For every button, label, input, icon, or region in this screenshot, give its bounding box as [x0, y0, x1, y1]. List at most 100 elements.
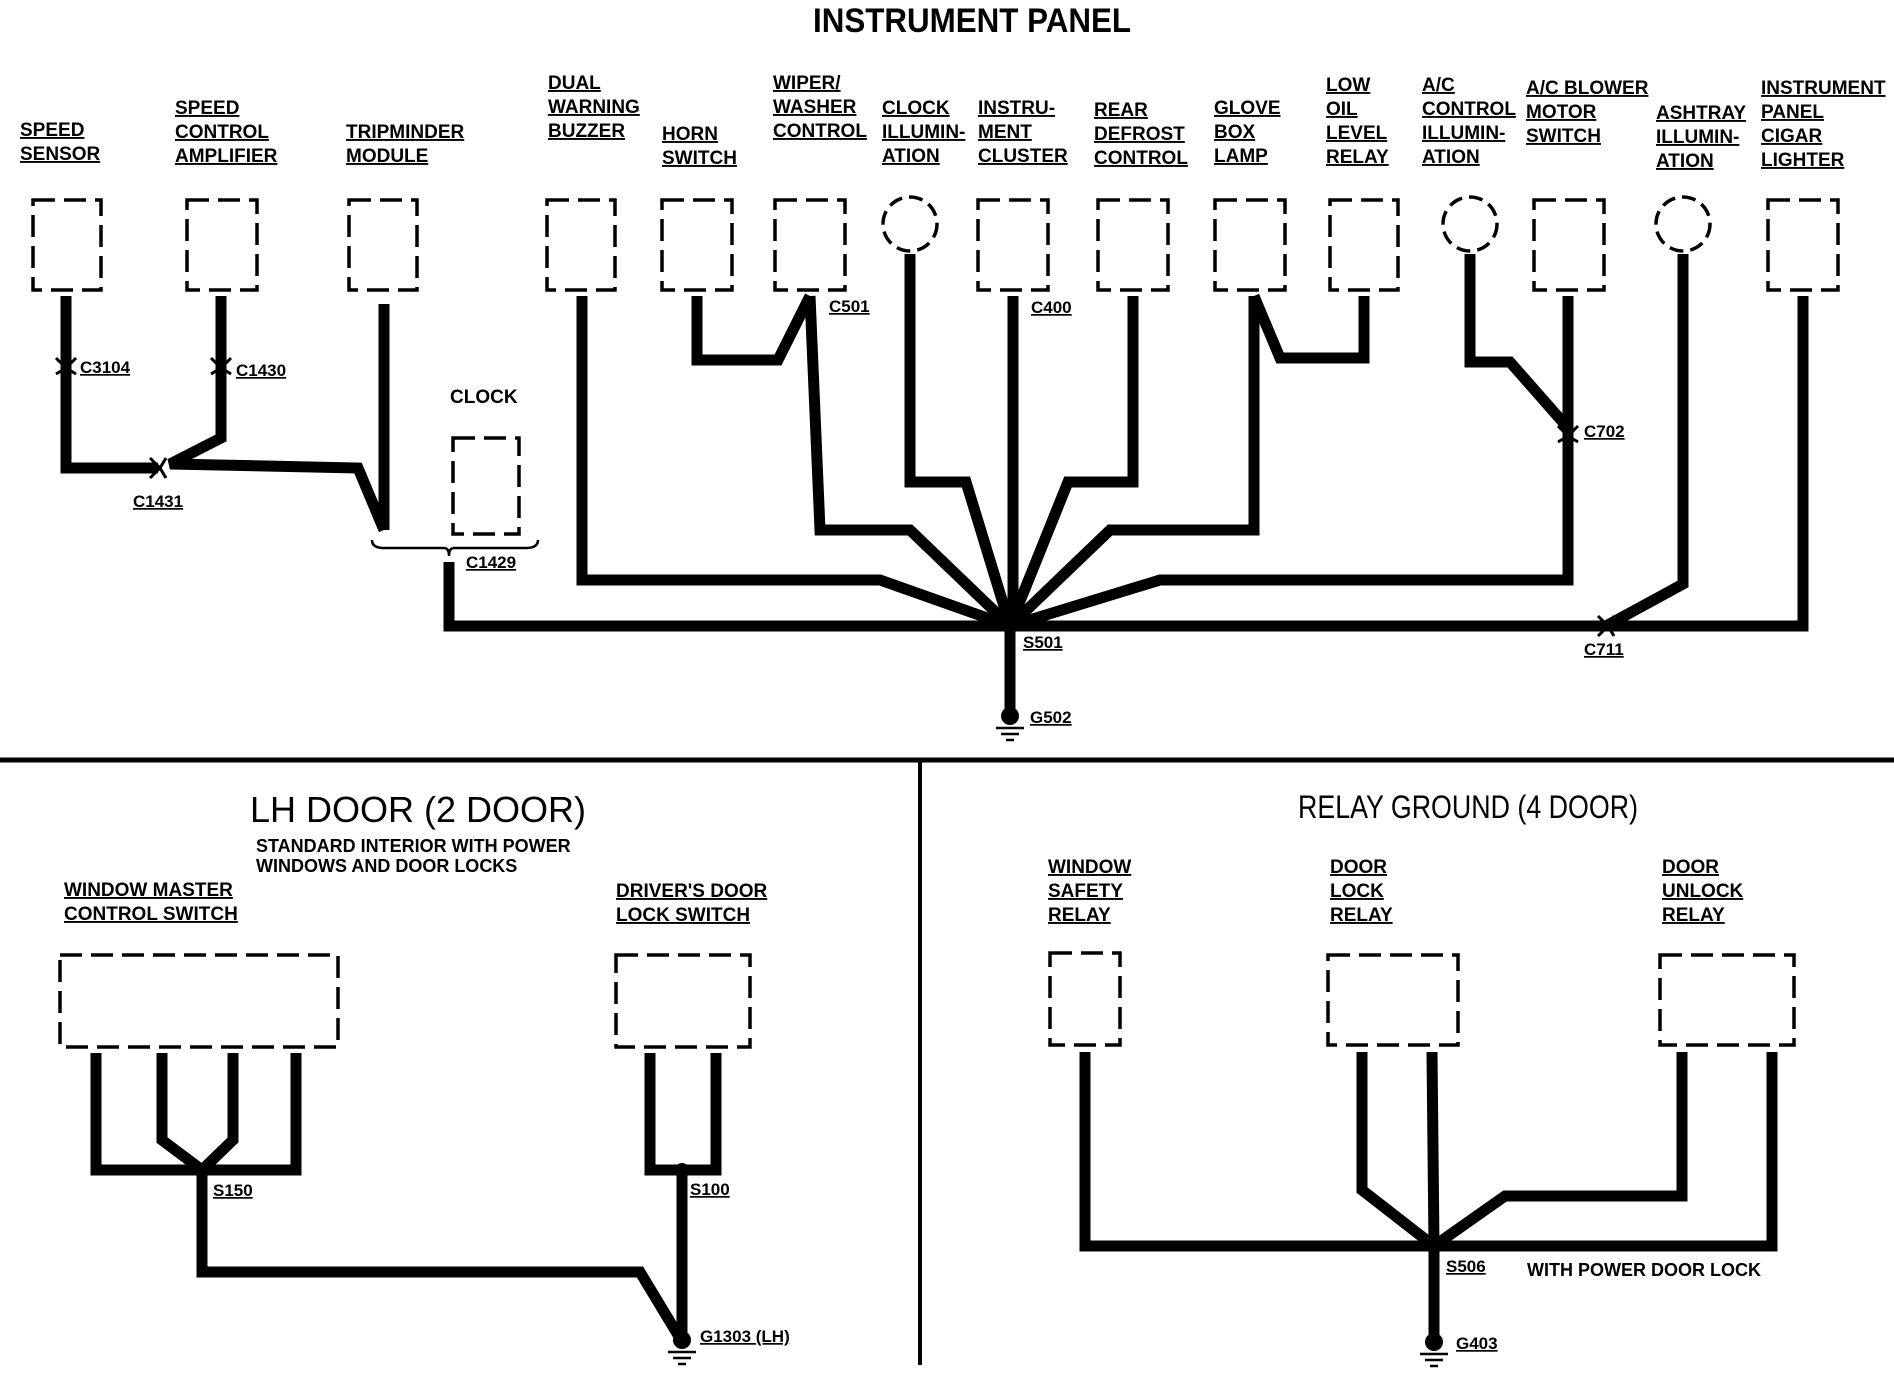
s100-splice — [675, 1163, 689, 1177]
label-instrument-cluster: INSTRU- MENT CLUSTER — [978, 98, 1068, 167]
label-wiper-washer-control: WIPER/ WASHER CONTROL — [773, 73, 867, 142]
clock-illumination-bulb — [881, 195, 939, 253]
c702-label: C702 — [1584, 422, 1625, 441]
speed-sensor-box — [31, 198, 103, 292]
label-clock: CLOCK — [450, 387, 518, 408]
c1431-label: C1431 — [133, 492, 183, 511]
lh-door-wiring — [90, 1053, 722, 1338]
label-horn-switch: HORN SWITCH — [662, 124, 737, 169]
lh-door-markers — [195, 1163, 696, 1366]
label-rear-defrost-control: REAR DEFROST CONTROL — [1094, 100, 1188, 169]
svg-text:PANEL: PANEL — [1761, 102, 1824, 123]
c1430-label: C1430 — [236, 361, 286, 380]
svg-text:SPEED: SPEED — [20, 120, 84, 141]
svg-text:INSTRU-: INSTRU- — [978, 98, 1055, 119]
svg-text:A/C: A/C — [1422, 75, 1455, 96]
g1303-label: G1303 (LH) — [700, 1327, 790, 1346]
svg-text:LOCK: LOCK — [1330, 881, 1384, 902]
svg-text:RELAY: RELAY — [1048, 905, 1111, 926]
svg-text:WASHER: WASHER — [773, 97, 857, 118]
svg-text:LEVEL: LEVEL — [1326, 123, 1388, 144]
svg-text:UNLOCK: UNLOCK — [1662, 881, 1744, 902]
svg-text:DUAL: DUAL — [548, 73, 601, 94]
g403-ground-dot — [1425, 1333, 1443, 1351]
s501-splice — [1003, 619, 1017, 633]
drivers-door-lock-switch-box — [614, 953, 752, 1049]
g1303-ground-symbol — [668, 1350, 696, 1366]
s506-label: S506 — [1446, 1257, 1486, 1276]
c1431-connector — [148, 456, 168, 480]
instrument-panel-markers — [54, 356, 1616, 742]
rear-defrost-control-box — [1096, 198, 1170, 292]
label-window-master-control-switch: WINDOW MASTER CONTROL SWITCH — [64, 880, 238, 925]
svg-text:TRIPMINDER: TRIPMINDER — [346, 122, 465, 143]
svg-text:DRIVER'S DOOR: DRIVER'S DOOR — [616, 881, 768, 902]
g502-ground-symbol — [996, 726, 1024, 742]
label-speed-control-amplifier: SPEED CONTROL AMPLIFIER — [175, 98, 278, 167]
tripminder-module-box — [347, 198, 419, 292]
g403-ground-symbol — [1420, 1352, 1448, 1368]
g502-ground-dot — [1001, 707, 1019, 725]
svg-text:ILLUMIN-: ILLUMIN- — [1422, 123, 1505, 144]
svg-text:MODULE: MODULE — [346, 146, 428, 167]
section-title-relay-ground: RELAY GROUND (4 DOOR) — [1298, 789, 1638, 825]
window-master-control-switch-box — [58, 953, 340, 1049]
svg-text:ATION: ATION — [1656, 151, 1714, 172]
label-drivers-door-lock-switch: DRIVER'S DOOR LOCK SWITCH — [616, 881, 768, 926]
instrument-panel-wiring — [60, 254, 1809, 716]
section-title-lh-door: LH DOOR (2 DOOR) — [250, 789, 586, 830]
svg-text:SWITCH: SWITCH — [1526, 126, 1601, 147]
svg-text:DOOR: DOOR — [1330, 857, 1387, 878]
low-oil-level-relay-box — [1328, 198, 1400, 292]
svg-text:ASHTRAY: ASHTRAY — [1656, 103, 1746, 124]
svg-text:SAFETY: SAFETY — [1048, 881, 1123, 902]
c3104-connector — [54, 356, 78, 376]
c711-label: C711 — [1584, 640, 1624, 659]
horn-switch-box — [660, 198, 734, 292]
svg-text:INSTRUMENT: INSTRUMENT — [1761, 78, 1886, 99]
s150-splice — [195, 1163, 209, 1177]
label-ac-control-illumination: A/C CONTROL ILLUMIN- ATION — [1422, 75, 1516, 168]
svg-text:WINDOW MASTER: WINDOW MASTER — [64, 880, 233, 901]
svg-text:DEFROST: DEFROST — [1094, 124, 1185, 145]
wiper-washer-control-box — [773, 198, 847, 292]
clock-box — [451, 436, 521, 536]
relay-ground-markers — [1420, 1239, 1448, 1368]
svg-text:WINDOW: WINDOW — [1048, 857, 1131, 878]
svg-text:CLOCK: CLOCK — [882, 98, 950, 119]
door-lock-relay-box — [1326, 953, 1460, 1047]
svg-text:CONTROL: CONTROL — [1094, 148, 1188, 169]
label-ac-blower-motor-switch: A/C BLOWER MOTOR SWITCH — [1526, 78, 1649, 147]
s506-splice — [1427, 1239, 1441, 1253]
label-tripminder-module: TRIPMINDER MODULE — [346, 122, 465, 167]
svg-text:CONTROL: CONTROL — [1422, 99, 1516, 120]
svg-text:GLOVE: GLOVE — [1214, 98, 1281, 119]
svg-text:WARNING: WARNING — [548, 97, 640, 118]
ip-cigar-lighter-box — [1766, 198, 1840, 292]
window-safety-relay-box — [1048, 951, 1122, 1047]
c711-connector — [1596, 614, 1616, 638]
c501-label: C501 — [829, 297, 870, 316]
c702-connector — [1556, 424, 1580, 444]
label-ashtray-illumination: ASHTRAY ILLUMIN- ATION — [1656, 103, 1746, 172]
instrument-cluster-box — [976, 198, 1050, 292]
g403-label: G403 — [1456, 1334, 1498, 1353]
c1429-label: C1429 — [466, 553, 516, 572]
label-clock-illumination: CLOCK ILLUMIN- ATION — [882, 98, 965, 167]
svg-text:LIGHTER: LIGHTER — [1761, 150, 1845, 171]
ac-control-illumination-bulb — [1441, 195, 1499, 253]
svg-text:A/C BLOWER: A/C BLOWER — [1526, 78, 1649, 99]
svg-text:WIPER/: WIPER/ — [773, 73, 841, 94]
label-door-unlock-relay: DOOR UNLOCK RELAY — [1662, 857, 1744, 926]
svg-text:CONTROL: CONTROL — [773, 121, 867, 142]
s501-label: S501 — [1023, 633, 1063, 652]
c1430-connector — [209, 356, 233, 376]
svg-text:ILLUMIN-: ILLUMIN- — [882, 122, 965, 143]
label-glove-box-lamp: GLOVE BOX LAMP — [1214, 98, 1281, 167]
svg-text:ATION: ATION — [1422, 147, 1480, 168]
label-window-safety-relay: WINDOW SAFETY RELAY — [1048, 857, 1131, 926]
svg-text:DOOR: DOOR — [1662, 857, 1719, 878]
glove-box-lamp-box — [1213, 198, 1287, 292]
ac-blower-motor-switch-box — [1532, 198, 1606, 292]
